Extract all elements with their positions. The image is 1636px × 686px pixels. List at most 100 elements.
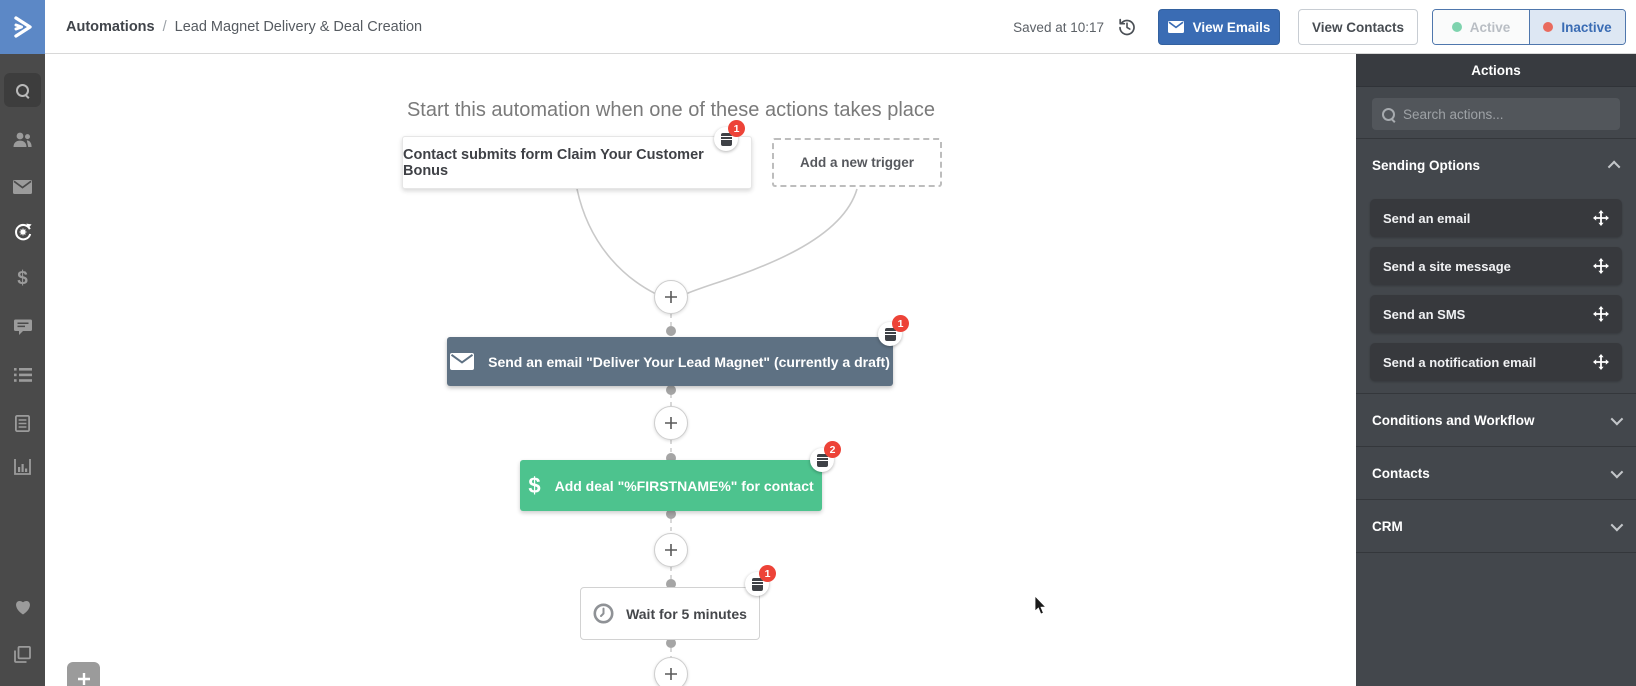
group-crm[interactable]: CRM bbox=[1356, 500, 1636, 552]
panel-divider bbox=[1356, 446, 1636, 447]
panel-divider bbox=[1356, 138, 1636, 139]
group-sending-options[interactable]: Sending Options bbox=[1356, 139, 1636, 191]
left-nav-rail: $ bbox=[0, 54, 45, 686]
revision-history-button[interactable] bbox=[1114, 14, 1140, 40]
breadcrumb-page-title: Lead Magnet Delivery & Deal Creation bbox=[174, 19, 423, 35]
inactive-label: Inactive bbox=[1561, 19, 1612, 35]
trigger-note-badge[interactable]: 1 bbox=[714, 120, 745, 151]
view-contacts-button[interactable]: View Contacts bbox=[1298, 9, 1418, 45]
sidebar-item-deals[interactable]: $ bbox=[0, 261, 45, 295]
panel-divider bbox=[1356, 393, 1636, 394]
plus-icon bbox=[665, 417, 677, 429]
note-icon bbox=[884, 327, 896, 341]
move-handle-icon[interactable] bbox=[1593, 306, 1609, 322]
sidebar-item-search[interactable] bbox=[4, 73, 41, 107]
search-icon bbox=[16, 83, 29, 97]
status-toggle-active[interactable]: Active bbox=[1433, 10, 1529, 44]
move-handle-icon[interactable] bbox=[1593, 258, 1609, 274]
sidebar-item-automations[interactable] bbox=[0, 215, 45, 249]
wait-note-badge[interactable]: 1 bbox=[745, 565, 776, 596]
add-deal-node[interactable]: $ Add deal "%FIRSTNAME%" for contact bbox=[520, 460, 822, 511]
action-send-an-sms[interactable]: Send an SMS bbox=[1370, 295, 1622, 333]
activecampaign-logo-icon bbox=[13, 16, 32, 38]
note-icon bbox=[751, 577, 763, 591]
top-bar-actions: Saved at 10:17 View Emails View Contacts bbox=[1013, 0, 1626, 54]
add-action-button-2[interactable] bbox=[654, 406, 688, 440]
search-icon bbox=[1382, 107, 1395, 121]
add-action-button-4[interactable] bbox=[654, 657, 688, 686]
wait-node[interactable]: Wait for 5 minutes bbox=[580, 587, 760, 640]
actions-search-box[interactable] bbox=[1372, 98, 1620, 130]
plus-icon bbox=[77, 672, 90, 685]
chevron-down-icon bbox=[1610, 412, 1624, 425]
trigger-node[interactable]: Contact submits form Claim Your Customer… bbox=[402, 136, 752, 189]
app-logo[interactable] bbox=[0, 0, 45, 54]
contacts-people-icon bbox=[13, 132, 32, 147]
action-send-an-email[interactable]: Send an email bbox=[1370, 199, 1622, 237]
group-label: Contacts bbox=[1372, 465, 1430, 481]
actions-search-input[interactable] bbox=[1403, 106, 1610, 122]
sidebar-item-campaigns[interactable] bbox=[0, 170, 45, 204]
wait-label: Wait for 5 minutes bbox=[626, 605, 747, 622]
canvas-heading: Start this automation when one of these … bbox=[406, 99, 936, 121]
add-trigger-label: Add a new trigger bbox=[799, 155, 914, 170]
chevron-down-icon bbox=[1610, 518, 1624, 531]
apps-pages-icon bbox=[14, 645, 31, 663]
group-label: Sending Options bbox=[1372, 157, 1480, 173]
actions-panel: Actions Sending Options Send an email Se… bbox=[1356, 54, 1636, 686]
sidebar-item-conversations[interactable] bbox=[0, 310, 45, 344]
group-contacts[interactable]: Contacts bbox=[1356, 447, 1636, 499]
trigger-label: Contact submits form Claim Your Customer… bbox=[403, 146, 704, 179]
send-email-note-badge[interactable]: 1 bbox=[878, 315, 909, 346]
action-label: Send an SMS bbox=[1383, 306, 1466, 322]
sidebar-item-apps[interactable] bbox=[0, 637, 45, 671]
form-document-icon bbox=[15, 414, 30, 432]
canvas-corner-add-button[interactable] bbox=[67, 662, 100, 686]
group-conditions-and-workflow[interactable]: Conditions and Workflow bbox=[1356, 394, 1636, 446]
active-status-dot-icon bbox=[1451, 22, 1462, 32]
view-contacts-label: View Contacts bbox=[1311, 19, 1405, 35]
panel-divider bbox=[1356, 552, 1636, 553]
envelope-icon bbox=[1167, 21, 1184, 33]
view-emails-button[interactable]: View Emails bbox=[1158, 9, 1280, 45]
chevron-up-icon bbox=[1607, 160, 1621, 173]
sidebar-item-contacts[interactable] bbox=[0, 123, 45, 157]
move-handle-icon[interactable] bbox=[1593, 210, 1609, 226]
add-deal-note-badge[interactable]: 2 bbox=[810, 441, 841, 472]
add-action-button-3[interactable] bbox=[654, 533, 688, 567]
group-label: CRM bbox=[1372, 518, 1403, 534]
breadcrumb-separator: / bbox=[162, 19, 167, 35]
action-label: Send an email bbox=[1383, 210, 1471, 226]
history-clock-icon bbox=[1119, 18, 1135, 36]
sidebar-item-forms[interactable] bbox=[0, 406, 45, 440]
breadcrumb-automations[interactable]: Automations bbox=[66, 19, 155, 35]
plus-icon bbox=[665, 668, 677, 680]
note-icon bbox=[816, 453, 828, 467]
move-handle-icon[interactable] bbox=[1593, 354, 1609, 370]
sidebar-item-favorites[interactable] bbox=[0, 590, 45, 624]
group-label: Conditions and Workflow bbox=[1372, 412, 1535, 428]
sidebar-item-lists[interactable] bbox=[0, 358, 45, 392]
actions-panel-title: Actions bbox=[1356, 54, 1636, 87]
add-trigger-button[interactable]: Add a new trigger bbox=[772, 138, 942, 187]
automation-canvas: Start this automation when one of these … bbox=[45, 54, 1356, 686]
action-label: Send a site message bbox=[1383, 258, 1511, 274]
breadcrumb: Automations / Lead Magnet Delivery & Dea… bbox=[66, 0, 422, 54]
email-envelope-icon bbox=[13, 180, 32, 194]
status-toggle: Active Inactive bbox=[1432, 9, 1626, 45]
sidebar-item-reports[interactable] bbox=[0, 450, 45, 484]
deal-dollar-icon: $ bbox=[528, 472, 541, 498]
status-toggle-inactive[interactable]: Inactive bbox=[1529, 10, 1625, 44]
note-count-badge: 1 bbox=[892, 315, 909, 332]
top-bar: Automations / Lead Magnet Delivery & Dea… bbox=[0, 0, 1636, 54]
add-action-button-1[interactable] bbox=[654, 280, 688, 314]
chat-bubble-icon bbox=[13, 319, 32, 335]
send-email-node[interactable]: Send an email "Deliver Your Lead Magnet"… bbox=[447, 337, 893, 386]
active-label: Active bbox=[1469, 19, 1511, 35]
list-icon bbox=[13, 368, 32, 382]
panel-divider bbox=[1356, 499, 1636, 500]
deals-dollar-icon: $ bbox=[17, 267, 28, 289]
action-send-a-site-message[interactable]: Send a site message bbox=[1370, 247, 1622, 285]
action-send-a-notification-email[interactable]: Send a notification email bbox=[1370, 343, 1622, 381]
